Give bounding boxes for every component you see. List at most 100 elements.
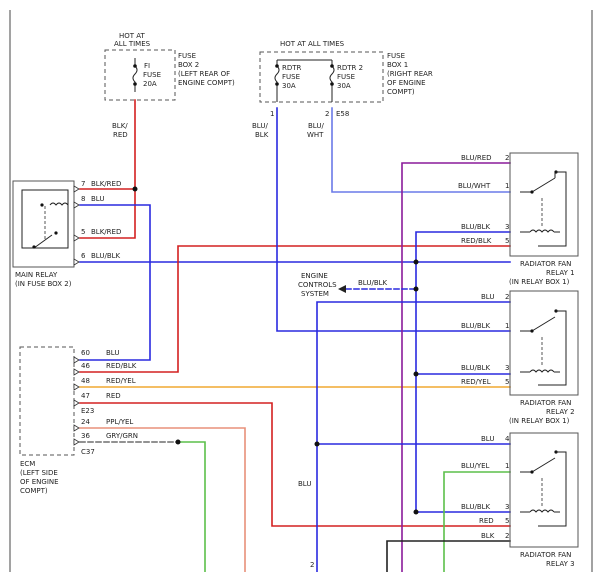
fb1-label-5: COMPT) [387, 88, 415, 96]
fb1-label-4: OF ENGINE [387, 79, 426, 87]
relay-2-box [509, 290, 579, 396]
wire-blu-blk-bus [415, 231, 511, 513]
fb1-wire-b-2: WHT [307, 131, 324, 139]
fb2-wire-2: RED [113, 131, 128, 139]
wire-red-47 [79, 402, 511, 527]
ecs-label-3: SYSTEM [301, 290, 329, 298]
fb2-fuse-2: FUSE [143, 71, 161, 79]
relay-2-frame [538, 310, 567, 386]
ecm-pin: 46 [81, 362, 90, 370]
splice [314, 441, 320, 447]
pin-marker [73, 201, 80, 209]
fb2-fuse-3: 20A [143, 80, 157, 88]
fuse-icon [274, 60, 280, 102]
switch-icon [33, 234, 53, 249]
engine-controls-system: ENGINE CONTROLS SYSTEM BLU/BLK [298, 272, 388, 298]
fb1-fuse-a-1: RDTR [282, 64, 302, 72]
ecm-label-1: ECM [20, 460, 35, 468]
bottom-pin: 2 [310, 561, 314, 569]
ecm-wire: RED/BLK [106, 362, 137, 370]
pin-marker [73, 383, 80, 391]
fuse-terminal [133, 82, 137, 86]
relay-2-pin: 2 [505, 293, 509, 301]
switch-contact [54, 231, 58, 235]
radiator-fan-relay-2: BLU 2 BLU/BLK 1 BLU/BLK 3 RED/YEL 5 RADI… [461, 290, 579, 425]
wire-blu-yel [443, 471, 511, 572]
relay-1-wire: BLU/BLK [461, 223, 491, 231]
relay-3-frame [538, 451, 567, 527]
fb2-fuse-1: FI [144, 62, 150, 70]
fb1-conn: E58 [336, 110, 349, 118]
relay-3-wire: BLU/YEL [461, 462, 490, 470]
switch-contact [40, 203, 44, 207]
coil-icon [529, 229, 555, 233]
relay-1-wire: BLU/WHT [458, 182, 491, 190]
main-relay-pin: 5 [81, 228, 85, 236]
relay-3-wire: BLU [481, 435, 494, 443]
relay-3-label-2: RELAY 3 [546, 560, 575, 568]
fb2-box [104, 49, 176, 101]
relay-3-pin: 2 [505, 532, 509, 540]
relay-2-pin: 3 [505, 364, 509, 372]
relay-2-wire: BLU/BLK [461, 364, 491, 372]
coil-icon [529, 369, 555, 373]
relay-2-pin: 1 [505, 322, 509, 330]
fb1-hot: HOT AT ALL TIMES [280, 40, 345, 48]
relay-2-wire: BLU [481, 293, 494, 301]
main-relay-inner [21, 189, 69, 249]
relay-1-frame [538, 171, 567, 247]
coil-icon [529, 509, 555, 513]
fb1-fuse-a-2: FUSE [282, 73, 300, 81]
wires [79, 99, 511, 572]
relay-3-pin: 1 [505, 462, 509, 470]
fuse-box-2: HOT AT ALL TIMES FI FUSE 20A FUSE BOX 2 … [104, 32, 235, 139]
splice [132, 186, 138, 192]
ecm-wire: RED [106, 392, 121, 400]
relay-3-wire: BLK [481, 532, 495, 540]
fuse-terminal [330, 82, 334, 86]
fb1-label-2: BOX 1 [387, 61, 408, 69]
main-relay-wire: BLU [91, 195, 104, 203]
ecs-arrow-icon [338, 285, 346, 293]
fb1-box [259, 51, 384, 103]
radiator-fan-relay-3: BLU 4 BLU/YEL 1 BLU/BLK 3 RED 5 BLK 2 RA… [461, 432, 579, 568]
relay-2-label-1: RADIATOR FAN [520, 399, 571, 407]
switch-contact [32, 245, 36, 249]
pin-marker [73, 234, 80, 242]
fb1-fuse-b-3: 30A [337, 82, 351, 90]
relay-1-label-1: RADIATOR FAN [520, 260, 571, 268]
relay-3-pin: 5 [505, 517, 509, 525]
relay-1-box [509, 152, 579, 257]
wire-blu-blk-fuse [276, 107, 511, 332]
ecs-label-1: ENGINE [301, 272, 328, 280]
wire-ppl-yel [79, 427, 246, 572]
ecm-label-4: COMPT) [20, 487, 48, 495]
splice [413, 286, 419, 292]
fb1-fuse-b-1: RDTR 2 [337, 64, 363, 72]
wire-blu-center [316, 301, 511, 572]
fuse-terminal [275, 64, 279, 68]
wire-blk [386, 540, 511, 572]
fb1-pin-a: 1 [270, 110, 274, 118]
ecm-pins: 60 46 48 47 24 36 BLU RED/BLK RED/YEL RE… [73, 349, 138, 456]
main-relay-pin: 8 [81, 195, 85, 203]
center-wire-label: BLU [298, 480, 311, 488]
relay-1-wire: RED/BLK [461, 237, 492, 245]
switch-contact [530, 190, 534, 194]
ecm-pin: 36 [81, 432, 90, 440]
fb1-pin-b: 2 [325, 110, 329, 118]
coil-icon [49, 202, 69, 206]
ecm-pin: 47 [81, 392, 90, 400]
relay-3-wire: BLU/BLK [461, 503, 491, 511]
fuse-terminal [275, 82, 279, 86]
ecm: 60 46 48 47 24 36 BLU RED/BLK RED/YEL RE… [19, 346, 138, 495]
relay-1-label-3: (IN RELAY BOX 1) [509, 278, 570, 286]
pin-marker [73, 399, 80, 407]
wire-red-blk [79, 245, 511, 373]
fuse-terminal [133, 64, 137, 68]
ecm-label-2: (LEFT SIDE [20, 469, 58, 477]
ecm-wire: BLU [106, 349, 119, 357]
ecs-wire: BLU/BLK [358, 279, 388, 287]
ecm-label-3: OF ENGINE [20, 478, 59, 486]
relay-3-pin: 4 [505, 435, 510, 443]
